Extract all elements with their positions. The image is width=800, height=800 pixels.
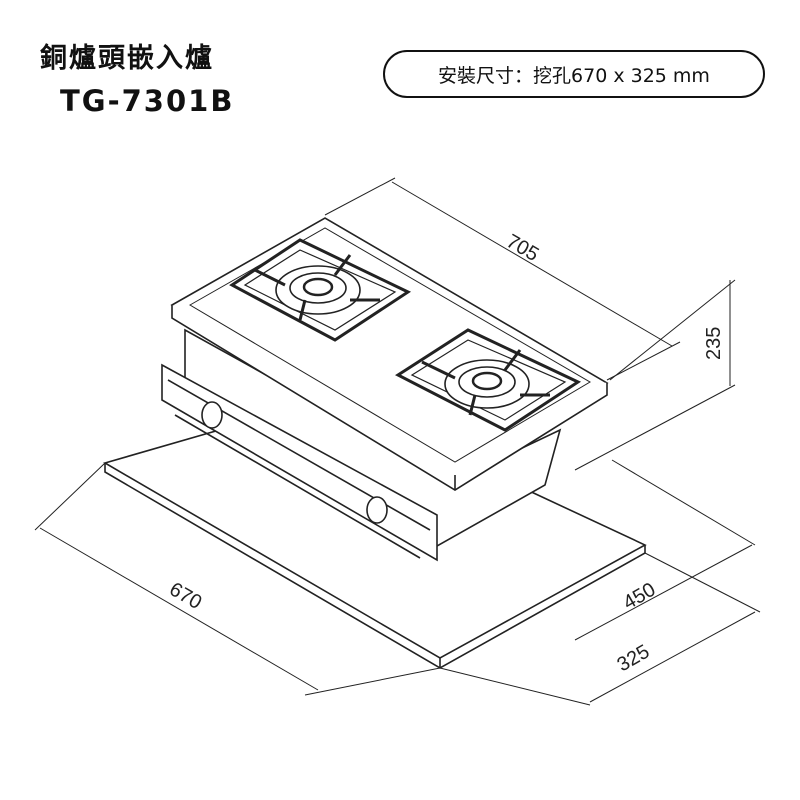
product-title: 銅爐頭嵌入爐 [40,43,214,74]
installation-spec-text: 安裝尺寸：挖孔670 x 325 mm [438,64,710,87]
dimension-235: 235 [703,327,725,360]
dimension-705: 705 [503,230,543,266]
model-number: TG-7301B [60,84,235,118]
burner-left [229,238,412,342]
dimension-450: 450 [620,579,660,615]
burner-right [395,328,582,432]
control-knob-left [201,401,223,429]
control-knob-right [366,496,388,524]
installation-spec-badge: 安裝尺寸：挖孔670 x 325 mm [383,50,765,98]
dimension-lines [34,177,761,706]
dimension-670: 670 [166,578,206,614]
